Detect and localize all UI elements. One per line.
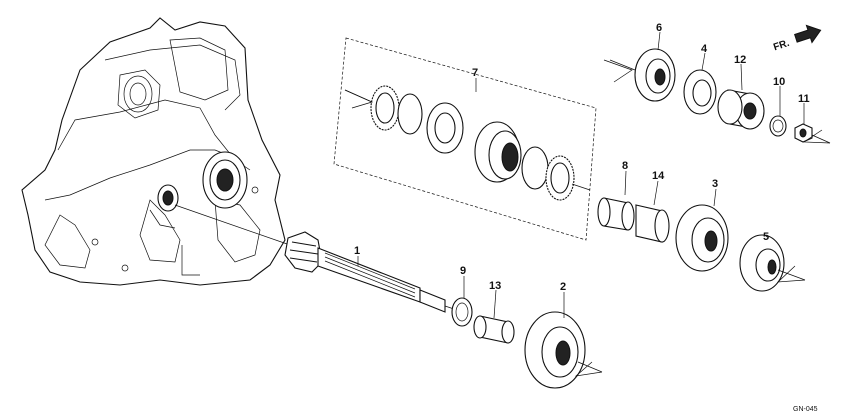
callout-8: 8: [622, 160, 628, 172]
callout-1: 1: [354, 245, 360, 257]
orientation-markers: [344, 59, 831, 377]
callout-5: 5: [763, 231, 769, 243]
front-label: FR.: [772, 38, 791, 54]
callout-2: 2: [560, 281, 566, 293]
callout-14: 14: [652, 170, 665, 182]
callout-11: 11: [798, 93, 810, 105]
front-direction-indicator: FR.: [772, 24, 822, 54]
callout-6: 6: [656, 22, 662, 34]
assembly-line-housing: [174, 204, 291, 246]
callout-4: 4: [701, 43, 708, 55]
front-arrow-icon: [794, 24, 822, 44]
countershaft-top-parts: [609, 48, 831, 144]
callout-13: 13: [489, 280, 501, 292]
callout-3: 3: [712, 178, 718, 190]
callout-10: 10: [773, 76, 785, 88]
callout-9: 9: [460, 265, 466, 277]
transmission-housing: [21, 17, 286, 286]
mainshaft: [284, 231, 461, 313]
mainshaft-bottom-parts: [451, 297, 603, 389]
diagram-code: GN-045: [793, 406, 818, 413]
callout-12: 12: [734, 54, 746, 66]
countershaft-mid-parts: [597, 197, 806, 292]
leader-lines: [357, 31, 805, 319]
callout-7: 7: [472, 67, 478, 79]
synchro-group-box: [333, 37, 597, 241]
callout-labels: 1 2 3 4 5 6 7 8 9 10 11 12 13 14: [354, 22, 810, 293]
